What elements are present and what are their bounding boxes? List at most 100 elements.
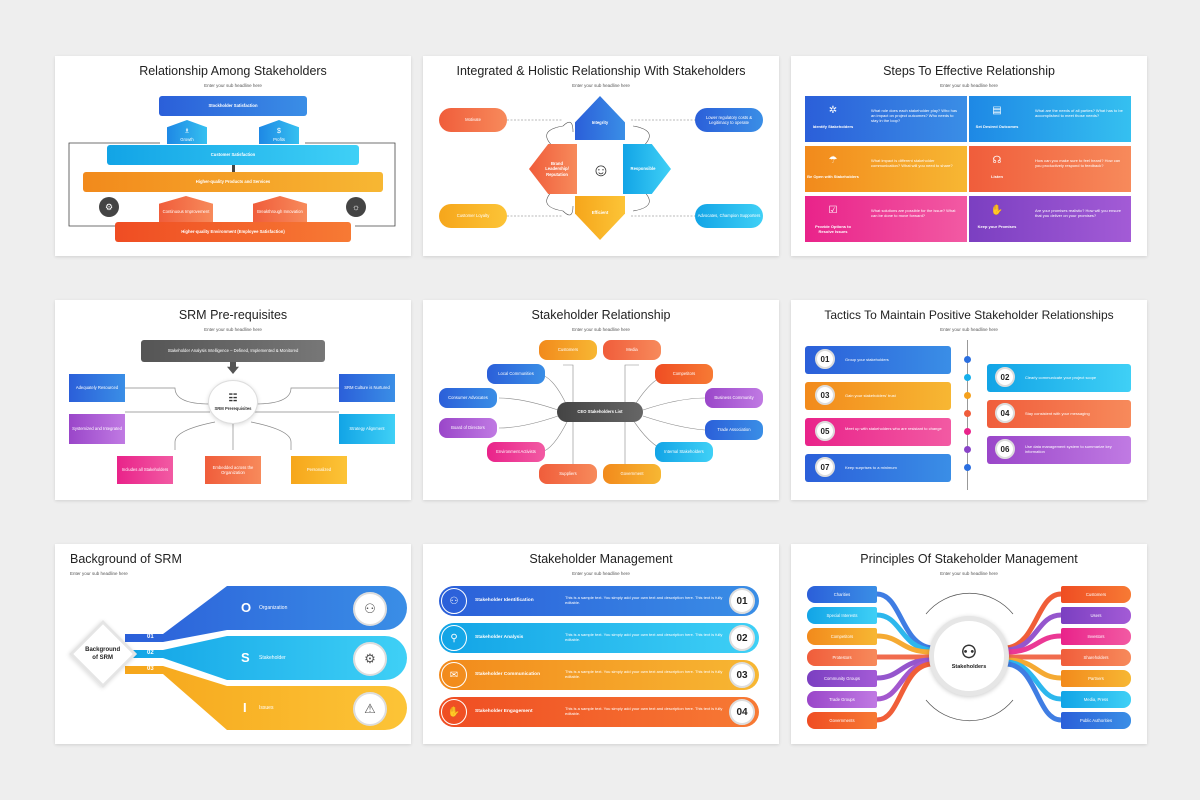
tactic-number: 01 [815, 349, 835, 369]
tactic-number: 05 [815, 421, 835, 441]
right-item-investors: Investors [1061, 628, 1131, 645]
advocates-pill: Advocates, Champion Supporters [695, 204, 763, 228]
row-letter: O [241, 600, 252, 615]
srm-center-label: SRM Prerequisites [214, 405, 252, 411]
tactic-number: 06 [995, 439, 1015, 459]
mgmt-number: 04 [729, 699, 755, 725]
environment-bar: Higher-quality Environment (Employee Sat… [115, 222, 351, 242]
step-cell-open: ☂ Be Open with Stakeholders What impact … [805, 146, 967, 192]
step-label: Listen [991, 174, 1003, 179]
slide-steps-effective-relationship[interactable]: Steps To Effective Relationship Enter yo… [791, 56, 1147, 256]
hands-icon: ✋ [990, 204, 1004, 216]
tactic-text: Meet up with stakeholders who are resist… [845, 426, 942, 431]
systemized-integrated-box: Systemized and Integrated [69, 414, 125, 444]
connector-lines [125, 387, 339, 450]
mgmt-label: Stakeholder Analysis [475, 635, 524, 640]
includes-stakeholders-box: Includes all Stakeholders [117, 456, 173, 484]
slide-background-of-srm[interactable]: Background of SRM Enter your sub headlin… [55, 544, 411, 744]
profits-label: Profits [273, 136, 285, 142]
left-item-trade-groups: Trade Groups [807, 691, 877, 708]
slide-stakeholder-management[interactable]: Stakeholder Management Enter your sub he… [423, 544, 779, 744]
node-customers: Customers [539, 340, 597, 360]
lightbulb-icon: ☼ [346, 197, 366, 217]
strategy-alignment-box: Strategy Alignment [339, 414, 395, 444]
slide-integrated-holistic-relationship[interactable]: Integrated & Holistic Relationship With … [423, 56, 779, 256]
step-cell-outcomes: ▤ Set Desired Outcomes What are the need… [969, 96, 1131, 142]
node-suppliers: Suppliers [539, 464, 597, 484]
node-internal-stakeholders: Internal Stakeholders [655, 442, 713, 462]
tactic-03: 03 Gain your stakeholders' trust [805, 382, 951, 410]
clipboard-icon: ☷ [228, 393, 238, 405]
tactic-text: Stay consistent with your messaging [1025, 411, 1090, 416]
growth-label: Growth [180, 136, 194, 142]
analysis-intelligence-bar: Stakeholder Analysis Intelligence – Defi… [141, 340, 325, 362]
tactic-06: 06 Use data management system to summari… [987, 436, 1131, 464]
growth-icon: ♗ [183, 128, 191, 135]
motivate-pill: Motivate [439, 108, 507, 132]
document-icon: ▤ [992, 104, 1002, 116]
organization-icon: ⚇ [353, 592, 387, 626]
businessman-icon: ☺ [591, 159, 611, 180]
row-label: Issues [259, 705, 274, 711]
tactic-text: Use data management system to summarize … [1025, 444, 1112, 455]
timeline-dot [964, 356, 971, 363]
tactic-text: Keep surprises to a minimum [845, 465, 897, 470]
products-services-bar: Higher-quality Products and Services [83, 172, 383, 192]
node-government: Government [603, 464, 661, 484]
tactic-07: 07 Keep surprises to a minimum [805, 454, 951, 482]
slide-stakeholder-relationship[interactable]: Stakeholder Relationship Enter your sub … [423, 300, 779, 500]
mgmt-text: This is a sample text. You simply add yo… [565, 669, 723, 680]
row-number: 02 [147, 650, 154, 656]
mgmt-label: Stakeholder Engagement [475, 709, 533, 714]
handshake-icon: ☂ [828, 154, 838, 166]
left-item-protestors: Protestors [807, 649, 877, 666]
mgmt-label: Stakeholder Communication [475, 672, 541, 677]
step-label: Set Desired Outcomes [975, 124, 1019, 129]
step-label: Be Open with Stakeholders [807, 174, 859, 179]
srm-center-circle: ☷ SRM Prerequisites [208, 380, 258, 424]
left-item-governments: Governments [807, 712, 877, 729]
slide-title: Principles Of Stakeholder Management [860, 552, 1078, 566]
mgmt-row-communication: ✉ Stakeholder Communication This is a sa… [439, 660, 759, 690]
slide-title: Background of SRM [70, 552, 182, 566]
mgmt-text: This is a sample text. You simply add yo… [565, 632, 723, 643]
stakeholders-center-circle: ⚇ Stakeholders [929, 616, 1009, 696]
funnel-shapes [125, 586, 407, 730]
step-cell-promises: ✋ Keep your Promises Are your promises r… [969, 196, 1131, 242]
network-icon: ✲ [828, 104, 838, 116]
step-label: Keep your Promises [977, 224, 1017, 229]
step-label: Provide Options to Resolve Issues [815, 224, 851, 235]
mgmt-number: 02 [729, 625, 755, 651]
mgmt-row-identification: ⚇ Stakeholder Identification This is a s… [439, 586, 759, 616]
slide-principles-stakeholder-management[interactable]: Principles Of Stakeholder Management Ent… [791, 544, 1147, 744]
step-cell-listen: ☊ Listen How can you make sure to feel h… [969, 146, 1131, 192]
slide-subtitle: Enter your sub headline here [940, 83, 998, 88]
row-letter: I [243, 700, 247, 715]
tactic-text: Gain your stakeholders' trust [845, 393, 896, 398]
left-item-community-groups: Community Groups [807, 670, 877, 687]
step-cell-identify: ✲ Identify Stakeholders What role does e… [805, 96, 967, 142]
slide-relationship-among-stakeholders[interactable]: Relationship Among Stakeholders Enter yo… [55, 56, 411, 256]
row-number: 03 [147, 666, 154, 672]
warning-icon: ⚠ [353, 692, 387, 726]
personalized-box: Personalized [291, 456, 347, 484]
slide-tactics-positive-relationships[interactable]: Tactics To Maintain Positive Stakeholder… [791, 300, 1147, 500]
mgmt-text: This is a sample text. You simply add yo… [565, 595, 723, 606]
slide-srm-prerequisites[interactable]: SRM Pre-requisites Enter your sub headli… [55, 300, 411, 500]
step-text: What are the needs of all parties? What … [1035, 108, 1123, 119]
slide-title: Stakeholder Relationship [531, 308, 671, 322]
tactic-text: Group your stakeholders [845, 357, 889, 362]
step-text: What solutions are possible for the issu… [871, 208, 956, 219]
left-item-competitors: Competitors [807, 628, 877, 645]
engagement-icon: ✋ [441, 699, 467, 725]
srm-culture-box: SRM Culture is Nurtured [339, 374, 395, 402]
mgmt-row-analysis: ⚲ Stakeholder Analysis This is a sample … [439, 623, 759, 653]
timeline-dot [964, 446, 971, 453]
connector-lines [68, 142, 396, 227]
node-board-of-directors: Board of Directors [439, 418, 497, 438]
step-cell-options: ☑ Provide Options to Resolve Issues What… [805, 196, 967, 242]
step-label: Identify Stakeholders [812, 124, 854, 129]
connector-lines [876, 591, 1062, 723]
left-item-special-interests: Special Interests [807, 607, 877, 624]
right-item-media-press: Media, Press [1061, 691, 1131, 708]
